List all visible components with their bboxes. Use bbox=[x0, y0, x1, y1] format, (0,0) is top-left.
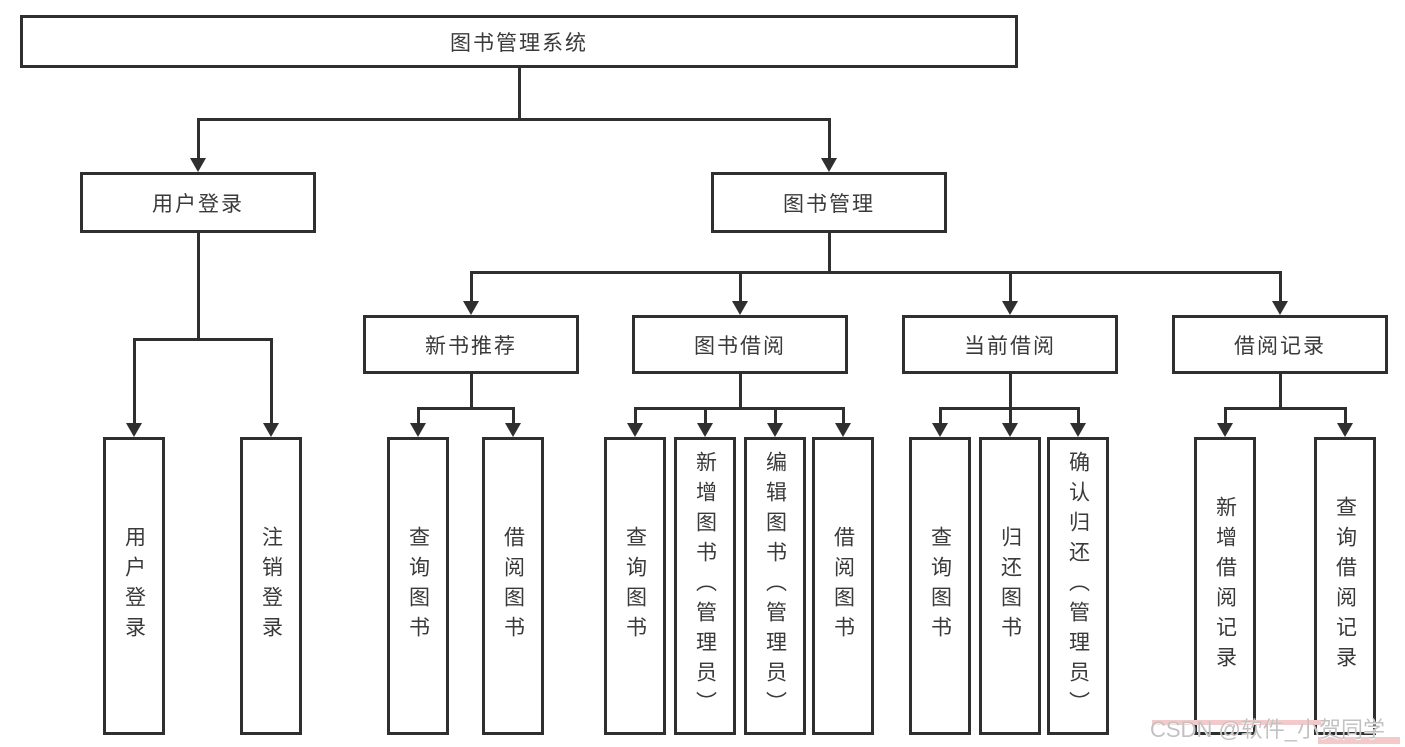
leaf-query-books-recommend-label: 查询图书 bbox=[406, 526, 430, 646]
leaf-logout-label: 注销登录 bbox=[259, 526, 283, 646]
leaf-confirm-return-admin-label: 确认归还（管理员） bbox=[1066, 451, 1090, 721]
node-root: 图书管理系统 bbox=[20, 15, 1018, 68]
csdn-watermark: CSDN @软件_小贺同学 bbox=[1150, 712, 1402, 744]
arrow-down-icon bbox=[190, 158, 206, 172]
connector-line bbox=[197, 233, 200, 341]
leaf-query-books-borrow: 查询图书 bbox=[604, 437, 666, 735]
arrow-down-icon bbox=[1272, 301, 1288, 315]
connector-line bbox=[828, 120, 831, 159]
connector-line bbox=[518, 68, 521, 121]
leaf-query-borrow-record-label: 查询借阅记录 bbox=[1333, 496, 1357, 676]
node-user-login-label: 用户登录 bbox=[152, 192, 244, 216]
connector-line bbox=[470, 271, 473, 302]
connector-line bbox=[739, 271, 742, 302]
connector-line bbox=[417, 407, 420, 424]
node-book-management: 图书管理 bbox=[711, 172, 947, 233]
leaf-query-books-borrow-label: 查询图书 bbox=[623, 526, 647, 646]
arrow-down-icon bbox=[821, 158, 837, 172]
arrow-down-icon bbox=[732, 301, 748, 315]
leaf-borrow-books: 借阅图书 bbox=[812, 437, 874, 735]
connector-line bbox=[1279, 374, 1282, 410]
arrow-down-icon bbox=[410, 423, 426, 437]
leaf-add-borrow-record: 新增借阅记录 bbox=[1194, 437, 1256, 735]
arrow-down-icon bbox=[697, 423, 713, 437]
connector-line bbox=[634, 407, 637, 424]
node-borrow-records: 借阅记录 bbox=[1172, 315, 1388, 374]
arrow-down-icon bbox=[263, 423, 279, 437]
connector-line bbox=[1009, 407, 1012, 424]
leaf-add-book-admin: 新增图书（管理员） bbox=[674, 437, 736, 735]
arrow-down-icon bbox=[1002, 423, 1018, 437]
connector-line bbox=[1224, 407, 1347, 410]
connector-line bbox=[774, 407, 777, 424]
connector-line bbox=[197, 120, 200, 159]
connector-line bbox=[197, 118, 831, 121]
leaf-query-books-recommend: 查询图书 bbox=[387, 437, 449, 735]
node-book-management-label: 图书管理 bbox=[783, 192, 875, 216]
arrow-down-icon bbox=[1337, 423, 1353, 437]
connector-line bbox=[133, 338, 136, 424]
arrow-down-icon bbox=[932, 423, 948, 437]
connector-line bbox=[1344, 407, 1347, 424]
connector-line bbox=[1077, 407, 1080, 424]
node-current-borrow: 当前借阅 bbox=[902, 315, 1118, 374]
connector-line bbox=[842, 407, 845, 424]
arrow-down-icon bbox=[505, 423, 521, 437]
leaf-query-borrow-record: 查询借阅记录 bbox=[1314, 437, 1376, 735]
leaf-edit-book-admin: 编辑图书（管理员） bbox=[744, 437, 806, 735]
leaf-return-books-label: 归还图书 bbox=[998, 526, 1022, 646]
connector-line bbox=[1009, 374, 1012, 410]
connector-line bbox=[417, 407, 515, 410]
arrow-down-icon bbox=[1217, 423, 1233, 437]
leaf-borrow-books-label: 借阅图书 bbox=[831, 526, 855, 646]
leaf-user-login-label: 用户登录 bbox=[122, 526, 146, 646]
node-new-book-recommend-label: 新书推荐 bbox=[425, 334, 517, 358]
node-borrow-records-label: 借阅记录 bbox=[1234, 334, 1326, 358]
node-book-borrow: 图书借阅 bbox=[632, 315, 848, 374]
connector-line bbox=[704, 407, 707, 424]
node-book-borrow-label: 图书借阅 bbox=[694, 334, 786, 358]
node-new-book-recommend: 新书推荐 bbox=[363, 315, 579, 374]
connector-line bbox=[939, 407, 1080, 410]
connector-line bbox=[133, 338, 273, 341]
leaf-logout: 注销登录 bbox=[240, 437, 302, 735]
leaf-borrow-books-recommend: 借阅图书 bbox=[482, 437, 544, 735]
leaf-borrow-books-recommend-label: 借阅图书 bbox=[501, 526, 525, 646]
connector-line bbox=[1279, 271, 1282, 302]
connector-line bbox=[470, 374, 473, 410]
csdn-watermark-text: CSDN @软件_小贺同学 bbox=[1150, 717, 1386, 742]
leaf-confirm-return-admin: 确认归还（管理员） bbox=[1047, 437, 1109, 735]
arrow-down-icon bbox=[1070, 423, 1086, 437]
connector-line bbox=[512, 407, 515, 424]
connector-line bbox=[270, 338, 273, 424]
arrow-down-icon bbox=[835, 423, 851, 437]
connector-line bbox=[828, 233, 831, 274]
node-current-borrow-label: 当前借阅 bbox=[964, 334, 1056, 358]
leaf-return-books: 归还图书 bbox=[979, 437, 1041, 735]
leaf-edit-book-admin-label: 编辑图书（管理员） bbox=[763, 451, 787, 721]
connector-line bbox=[739, 374, 742, 410]
leaf-query-books-current: 查询图书 bbox=[909, 437, 971, 735]
connector-line bbox=[1009, 271, 1012, 302]
leaf-add-borrow-record-label: 新增借阅记录 bbox=[1213, 496, 1237, 676]
arrow-down-icon bbox=[463, 301, 479, 315]
node-root-label: 图书管理系统 bbox=[450, 31, 588, 55]
leaf-user-login: 用户登录 bbox=[103, 437, 165, 735]
arrow-down-icon bbox=[767, 423, 783, 437]
arrow-down-icon bbox=[627, 423, 643, 437]
connector-line bbox=[634, 407, 845, 410]
leaf-query-books-current-label: 查询图书 bbox=[928, 526, 952, 646]
connector-line bbox=[939, 407, 942, 424]
arrow-down-icon bbox=[1002, 301, 1018, 315]
connector-line bbox=[1224, 407, 1227, 424]
node-user-login: 用户登录 bbox=[80, 172, 316, 233]
connector-line bbox=[470, 271, 1282, 274]
leaf-add-book-admin-label: 新增图书（管理员） bbox=[693, 451, 717, 721]
arrow-down-icon bbox=[126, 423, 142, 437]
